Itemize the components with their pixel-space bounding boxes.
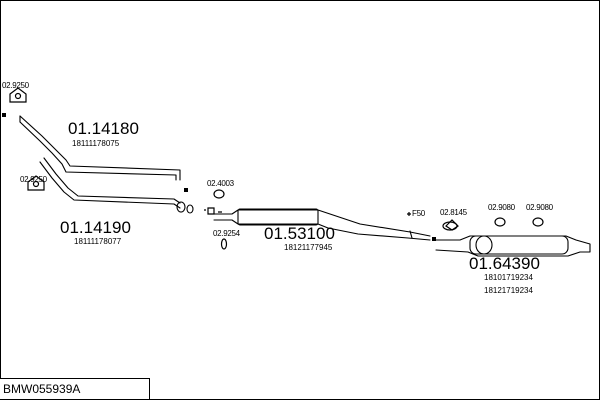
part-number: 01.14190 [60,218,131,237]
ring-gasket-icon [213,189,225,199]
middle-silencer-pipe [213,208,431,241]
front-pipe-lower [39,157,194,214]
oem-number: 18111178075 [72,139,120,148]
end-marker-icon [184,188,188,192]
end-marker-icon [432,237,436,241]
end-marker-icon [2,113,6,117]
part-number: 01.64390 [469,254,540,273]
reference-code: BMW055939A [3,382,81,396]
ring-gasket-icon [220,238,228,250]
accessory-label: 02.9250 [20,175,48,184]
clamp-icon [407,212,411,216]
reference-box: BMW055939A [0,378,150,399]
accessory-label: 02.4003 [207,179,235,188]
rear-silencer [435,235,591,257]
part-number: 01.53100 [264,224,335,243]
accessory-label: 02.8145 [440,208,468,217]
accessory-label: 02.9080 [488,203,516,212]
gasket-icon [9,87,27,103]
rubber-mount-icon [494,217,506,227]
accessory-label: 02.9254 [213,229,241,238]
front-pipe-upper [19,115,181,181]
oem-number: 18111178077 [74,237,122,246]
accessory-label: 02.9250 [2,81,30,90]
bracket-icon [442,221,458,231]
oem-number: 18121177945 [284,243,333,252]
part-number: 01.14180 [68,119,139,138]
gasket-icon [27,175,45,191]
accessory-label: 02.9080 [526,203,554,212]
gasket-hole-icon [14,92,22,100]
accessory-label: F50 [412,209,426,218]
clamp-icon [204,207,222,215]
rubber-mount-icon [532,217,544,227]
oem-number: 18101719234 [484,273,533,282]
gasket-hole-icon [32,180,40,188]
oem-number: 18121719234 [484,286,533,295]
